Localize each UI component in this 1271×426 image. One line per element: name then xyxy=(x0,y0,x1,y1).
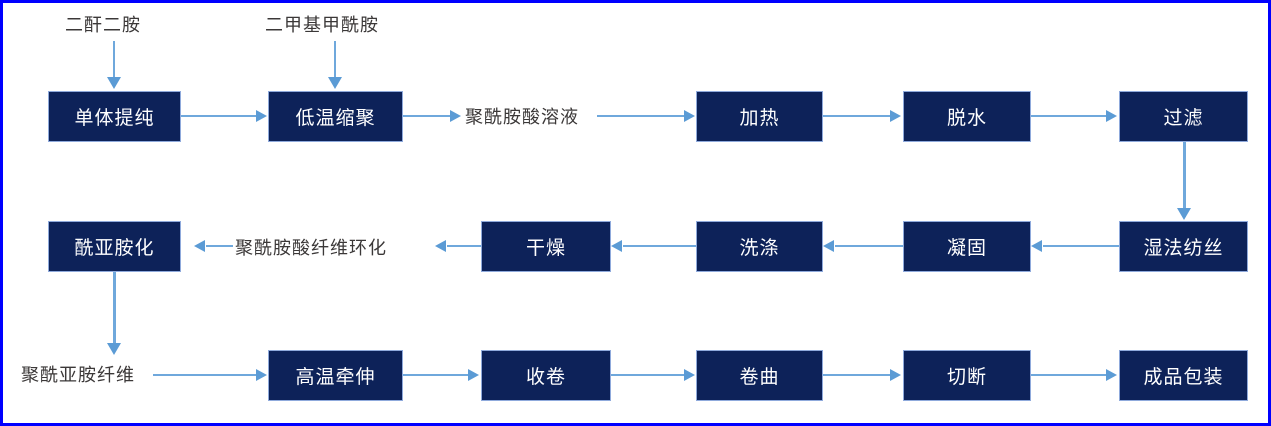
connector-winding-to-crimping xyxy=(611,374,684,376)
connector-washing-to-drying xyxy=(623,245,696,247)
arrowhead-right-to-packaging xyxy=(1106,369,1117,381)
input-label-dianhydride: 二酐二胺 xyxy=(65,15,141,35)
arrowhead-down-dianhydride xyxy=(107,77,121,89)
connector-drying-to-paa-fiber-cyclization xyxy=(447,245,481,247)
arrowhead-down-dmf xyxy=(328,77,342,89)
connector-heating-to-dehydration xyxy=(823,115,891,117)
arrowhead-left-to-coagulation xyxy=(1031,240,1042,252)
arrowhead-right-to-heating xyxy=(684,110,695,122)
node-coagulation[interactable]: 凝固 xyxy=(903,221,1031,272)
arrowhead-left-to-drying xyxy=(611,240,622,252)
node-wet-spinning[interactable]: 湿法纺丝 xyxy=(1119,221,1248,272)
node-packaging[interactable]: 成品包装 xyxy=(1119,350,1248,401)
node-washing[interactable]: 洗涤 xyxy=(696,221,823,272)
arrowhead-left-to-paa-fiber-cyclization xyxy=(435,240,446,252)
connector-dianhydride-to-monomer xyxy=(113,41,115,79)
arrowhead-down-to-pi-fiber xyxy=(107,343,121,355)
connector-paa-fiber-cyclization-to-imidization xyxy=(206,245,233,247)
connector-crimping-to-cutting xyxy=(823,374,891,376)
arrowhead-right-to-paa-solution xyxy=(450,110,461,122)
connector-dmf-to-polycond xyxy=(334,41,336,79)
arrowhead-left-to-washing xyxy=(823,240,834,252)
intermediate-label-paa-solution: 聚酰胺酸溶液 xyxy=(465,107,579,127)
connector-pi-fiber-to-high-temp-drawing xyxy=(153,374,256,376)
connector-wet-spinning-to-coagulation xyxy=(1043,245,1119,247)
connector-imidization-to-pi-fiber xyxy=(113,272,116,347)
arrowhead-right-to-crimping xyxy=(684,369,695,381)
node-drying[interactable]: 干燥 xyxy=(481,221,611,272)
arrowhead-right-to-filtration xyxy=(1106,110,1117,122)
arrowhead-right-to-polycond xyxy=(256,110,267,122)
intermediate-label-pi-fiber: 聚酰亚胺纤维 xyxy=(21,365,135,385)
arrowhead-right-to-high-temp-drawing xyxy=(256,369,267,381)
node-crimping[interactable]: 卷曲 xyxy=(696,350,823,401)
connector-cutting-to-packaging xyxy=(1031,374,1107,376)
intermediate-label-paa-fiber-cyclization: 聚酰胺酸纤维环化 xyxy=(235,238,387,258)
connector-polycond-to-paa-solution xyxy=(403,115,451,117)
node-imidization[interactable]: 酰亚胺化 xyxy=(48,221,181,272)
arrowhead-left-to-imidization xyxy=(194,240,205,252)
connector-dehydration-to-filtration xyxy=(1031,115,1107,117)
connector-high-temp-drawing-to-winding xyxy=(403,374,469,376)
arrowhead-right-to-cutting xyxy=(890,369,901,381)
node-dehydration[interactable]: 脱水 xyxy=(903,91,1031,142)
node-high-temp-drawing[interactable]: 高温牵伸 xyxy=(268,350,403,401)
connector-paa-solution-to-heating xyxy=(597,115,685,117)
node-monomer-purification[interactable]: 单体提纯 xyxy=(48,91,181,142)
input-label-dmf: 二甲基甲酰胺 xyxy=(265,15,379,35)
node-low-temp-polycondensation[interactable]: 低温缩聚 xyxy=(268,91,403,142)
node-heating[interactable]: 加热 xyxy=(696,91,823,142)
node-winding[interactable]: 收卷 xyxy=(481,350,611,401)
arrowhead-right-to-dehydration xyxy=(890,110,901,122)
arrowhead-right-to-winding xyxy=(468,369,479,381)
connector-monomer-to-polycond xyxy=(181,115,257,117)
node-filtration[interactable]: 过滤 xyxy=(1119,91,1248,142)
connector-coagulation-to-washing xyxy=(835,245,903,247)
arrowhead-down-to-wet-spinning xyxy=(1177,208,1191,220)
node-cutting[interactable]: 切断 xyxy=(903,350,1031,401)
connector-filtration-to-wet-spinning xyxy=(1183,142,1186,217)
